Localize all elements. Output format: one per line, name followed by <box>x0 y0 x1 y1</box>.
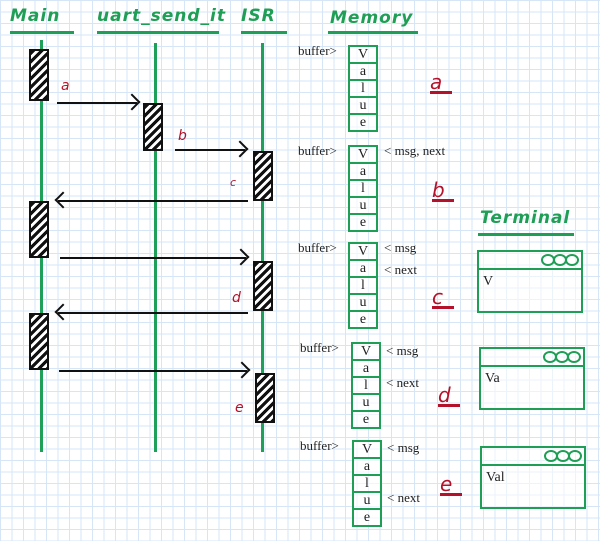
terminal-output: Va <box>485 371 500 386</box>
terminal-window-d: Va <box>479 347 585 410</box>
terminal-window-c: V <box>477 250 583 313</box>
header-isr: ISR <box>241 6 276 26</box>
memory-cell: l <box>351 377 381 394</box>
message-label-e: e <box>235 400 244 416</box>
buffer-label: buffer> <box>298 240 337 255</box>
memory-cell: V <box>352 440 382 458</box>
memory-cell: V <box>348 145 378 163</box>
memory-cell: a <box>351 360 381 377</box>
state-label-b: b <box>432 178 454 202</box>
state-label-c: c <box>432 285 454 309</box>
activation-main-1 <box>29 49 49 101</box>
state-label-text: b <box>432 178 445 202</box>
memory-cell: l <box>352 475 382 492</box>
message-label-c: c <box>230 176 237 189</box>
state-label-text: c <box>432 285 443 309</box>
pointer-label: < msg, next <box>384 143 446 158</box>
state-label-e: e <box>440 472 462 496</box>
header-terminal-underline <box>478 233 574 236</box>
memory-buffer: V a l u e <box>348 45 378 132</box>
activation-main-3 <box>29 313 49 370</box>
memory-cell: u <box>348 197 378 214</box>
header-terminal: Terminal <box>480 208 571 228</box>
header-memory: Memory <box>330 8 414 28</box>
memory-cell: V <box>348 45 378 63</box>
memory-cell: V <box>348 242 378 260</box>
state-label-a: a <box>430 70 452 94</box>
memory-cell: V <box>351 342 381 360</box>
buffer-label: buffer> <box>300 340 339 355</box>
header-uart-send-it: uart_send_it <box>97 6 226 26</box>
message-label-b: b <box>178 128 187 144</box>
state-label-text: d <box>438 383 451 407</box>
memory-cell: a <box>352 458 382 475</box>
pointer-label: < next <box>387 490 420 505</box>
buffer-label: buffer> <box>298 43 337 58</box>
header-main-underline <box>10 31 74 34</box>
memory-cell: e <box>348 311 378 329</box>
memory-cell: a <box>348 260 378 277</box>
activation-uart-1 <box>143 103 163 151</box>
memory-cell: l <box>348 180 378 197</box>
message-label-a: a <box>61 78 70 94</box>
window-controls-icon <box>541 254 579 266</box>
memory-buffer: V a l u e <box>351 342 381 429</box>
terminal-titlebar <box>479 252 581 270</box>
pointer-label: < next <box>384 262 417 277</box>
header-uart-underline <box>97 31 219 34</box>
lifeline-isr <box>261 43 264 452</box>
message-arrow-b <box>175 149 245 151</box>
memory-cell: u <box>348 294 378 311</box>
memory-cell: e <box>348 214 378 232</box>
terminal-output: V <box>483 274 494 289</box>
state-label-text: e <box>440 472 453 496</box>
memory-cell: a <box>348 163 378 180</box>
memory-cell: e <box>352 509 382 527</box>
memory-cell: e <box>351 411 381 429</box>
lifeline-uart-send-it <box>154 43 157 452</box>
pointer-label: < next <box>386 375 419 390</box>
state-label-text: a <box>430 70 443 94</box>
buffer-label: buffer> <box>298 143 337 158</box>
state-label-d: d <box>438 383 460 407</box>
terminal-titlebar <box>482 448 584 466</box>
window-controls-icon <box>543 351 581 363</box>
terminal-window-e: Val <box>480 446 586 509</box>
pointer-label: < msg <box>386 343 419 358</box>
message-arrow-main-to-isr-2 <box>59 370 247 372</box>
activation-main-2 <box>29 201 49 258</box>
memory-buffer: V a l u e <box>348 242 378 329</box>
header-isr-underline <box>241 31 287 34</box>
memory-cell: e <box>348 114 378 132</box>
memory-cell: u <box>348 97 378 114</box>
terminal-output: Val <box>486 470 505 485</box>
memory-cell: u <box>351 394 381 411</box>
header-memory-underline <box>328 31 418 34</box>
memory-cell: u <box>352 492 382 509</box>
memory-cell: l <box>348 80 378 97</box>
pointer-label: < msg <box>387 440 420 455</box>
terminal-titlebar <box>481 349 583 367</box>
memory-cell: l <box>348 277 378 294</box>
message-label-d: d <box>232 290 241 306</box>
window-controls-icon <box>544 450 582 462</box>
memory-buffer: V a l u e <box>348 145 378 232</box>
header-main: Main <box>10 6 61 26</box>
message-arrow-d <box>58 312 248 314</box>
buffer-label: buffer> <box>300 438 339 453</box>
activation-isr-1 <box>253 151 273 201</box>
memory-buffer: V a l u e <box>352 440 382 527</box>
pointer-label: < msg <box>384 240 417 255</box>
memory-cell: a <box>348 63 378 80</box>
message-arrow-a <box>57 102 137 104</box>
message-arrow-main-to-isr-1 <box>60 257 246 259</box>
activation-isr-3 <box>255 373 275 423</box>
activation-isr-2 <box>253 261 273 311</box>
message-arrow-c <box>58 200 248 202</box>
